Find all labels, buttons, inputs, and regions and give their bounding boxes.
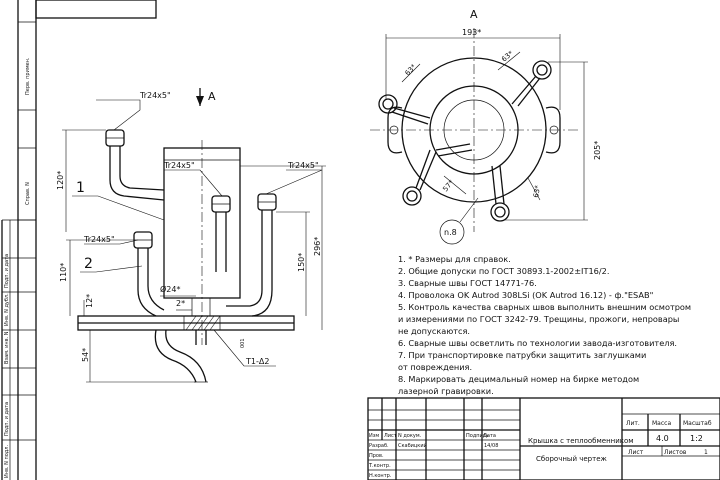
tb-row-tkontr: Т.контр. [368,463,391,469]
tb-scale-value: 1:2 [690,434,703,443]
dim-2: 2* [176,299,185,308]
dim-d24: Ø24* [160,284,180,294]
tb-row-razrab-date: 14/08 [484,443,498,449]
pos-2: 2 [84,256,93,272]
dim-54: 54* [81,348,90,362]
fitting-bottom-left [402,149,437,206]
pos-1: 1 [76,180,85,196]
tb-row-razrab: Разраб. [369,443,389,449]
note-line: 2. Общие допуски по ГОСТ 30893.1-2002±IT… [398,266,609,276]
note-line: 7. При транспортировке патрубки защитить… [398,350,646,360]
margin-label-perv: Перв. примен. [25,57,31,95]
margin-label-podp2: Подп. и дата [4,402,10,436]
note-line: 5. Контроль качества сварных швов выполн… [398,302,691,312]
fitting-left [378,94,431,125]
title-block: Изм Лист N докум. Подпись Дата Разраб. С… [367,397,720,480]
note-line: не допускаются. [398,326,470,336]
view-a-label: A [470,8,478,21]
note-line: 3. Сварные швы ГОСТ 14771-76. [398,278,537,288]
tb-col-list: Лист [384,433,397,439]
dim-63c: 63* [532,184,542,198]
thread-top: Tr24x5" [139,91,171,100]
tb-row-prov: Пров. [369,453,384,459]
note-line: от повреждения. [398,362,472,372]
dim-150: 150* [297,253,306,272]
tb-sheets-label: Листов [664,449,687,456]
dim-120: 120* [56,171,65,190]
thread-low: Tr24x5" [83,235,115,244]
note-n8: n.8 [444,228,457,237]
dim-205: 205* [593,141,602,160]
tb-title: Крышка с теплообменником [528,437,634,445]
dim-110: 110* [59,263,68,282]
margin-label-inv-podl: Инв. N подл. [4,445,10,478]
tb-mass-value: 4.0 [656,434,669,443]
dim-57: 57* [441,178,455,193]
note-line: 4. Проволока OK Autrod 308LSi (OK Autrod… [398,290,653,300]
weld-note-small: 001 [240,338,246,348]
dim-296: 296* [313,237,322,256]
margin-labels: Перв. примен. Справ. N Подп. и дата Инв.… [4,57,31,478]
thread-mid-right: Tr24x5" [287,161,319,170]
dim-63b: 63* [404,62,419,77]
tb-lit-label: Лит. [626,420,640,427]
tb-row-nkontr: Н.контр. [369,473,392,479]
tb-col-data: Дата [483,433,496,439]
margin-label-inv-dubl: Инв. N дубл. [4,293,10,326]
tb-mass-label: Масса [652,420,671,427]
note-line: 1. * Размеры для справок. [398,254,511,264]
thread-mid-left: Tr24x5" [163,161,195,170]
margin-label-podp1: Подп. и дата [4,254,10,288]
tb-sheet-label: Лист [628,449,644,456]
top-view: A [370,8,602,245]
tb-subtitle: Сборочный чертеж [536,455,607,463]
tb-scale-label: Масштаб [683,420,712,427]
section-arrow-label: A [208,90,216,103]
technical-notes: 1. * Размеры для справок. 2. Общие допус… [398,254,691,396]
tb-col-ndoc: N докум. [398,433,422,439]
note-line: 6. Сварные швы осветлить по технологии з… [398,338,677,348]
sheet-frame [1,0,157,480]
tb-col-izm: Изм [369,433,379,439]
fitting-top-right [511,60,552,107]
tb-sheets-value: 1 [704,449,708,456]
note-line: лазерной гравировки. [398,386,494,396]
margin-label-sprav: Справ. N [25,182,31,205]
dim-193: 193* [462,28,481,37]
dim-12: 12* [85,294,94,308]
tb-row-razrab-name: Скабицкий [398,442,427,449]
tb-col-podp: Подпись [466,433,489,439]
margin-label-vzam: Взам. инв. N [4,331,10,364]
note-line: 8. Маркировать децимальный номер на бирк… [398,374,639,384]
note-line: и измерениями по ГОСТ 3242-79. Трещины, … [398,314,679,324]
dim-63a: 63* [500,49,515,63]
weld-symbol: T1-Δ2 [245,357,269,366]
front-view: A [56,88,326,383]
fitting-bottom-right [490,165,510,222]
